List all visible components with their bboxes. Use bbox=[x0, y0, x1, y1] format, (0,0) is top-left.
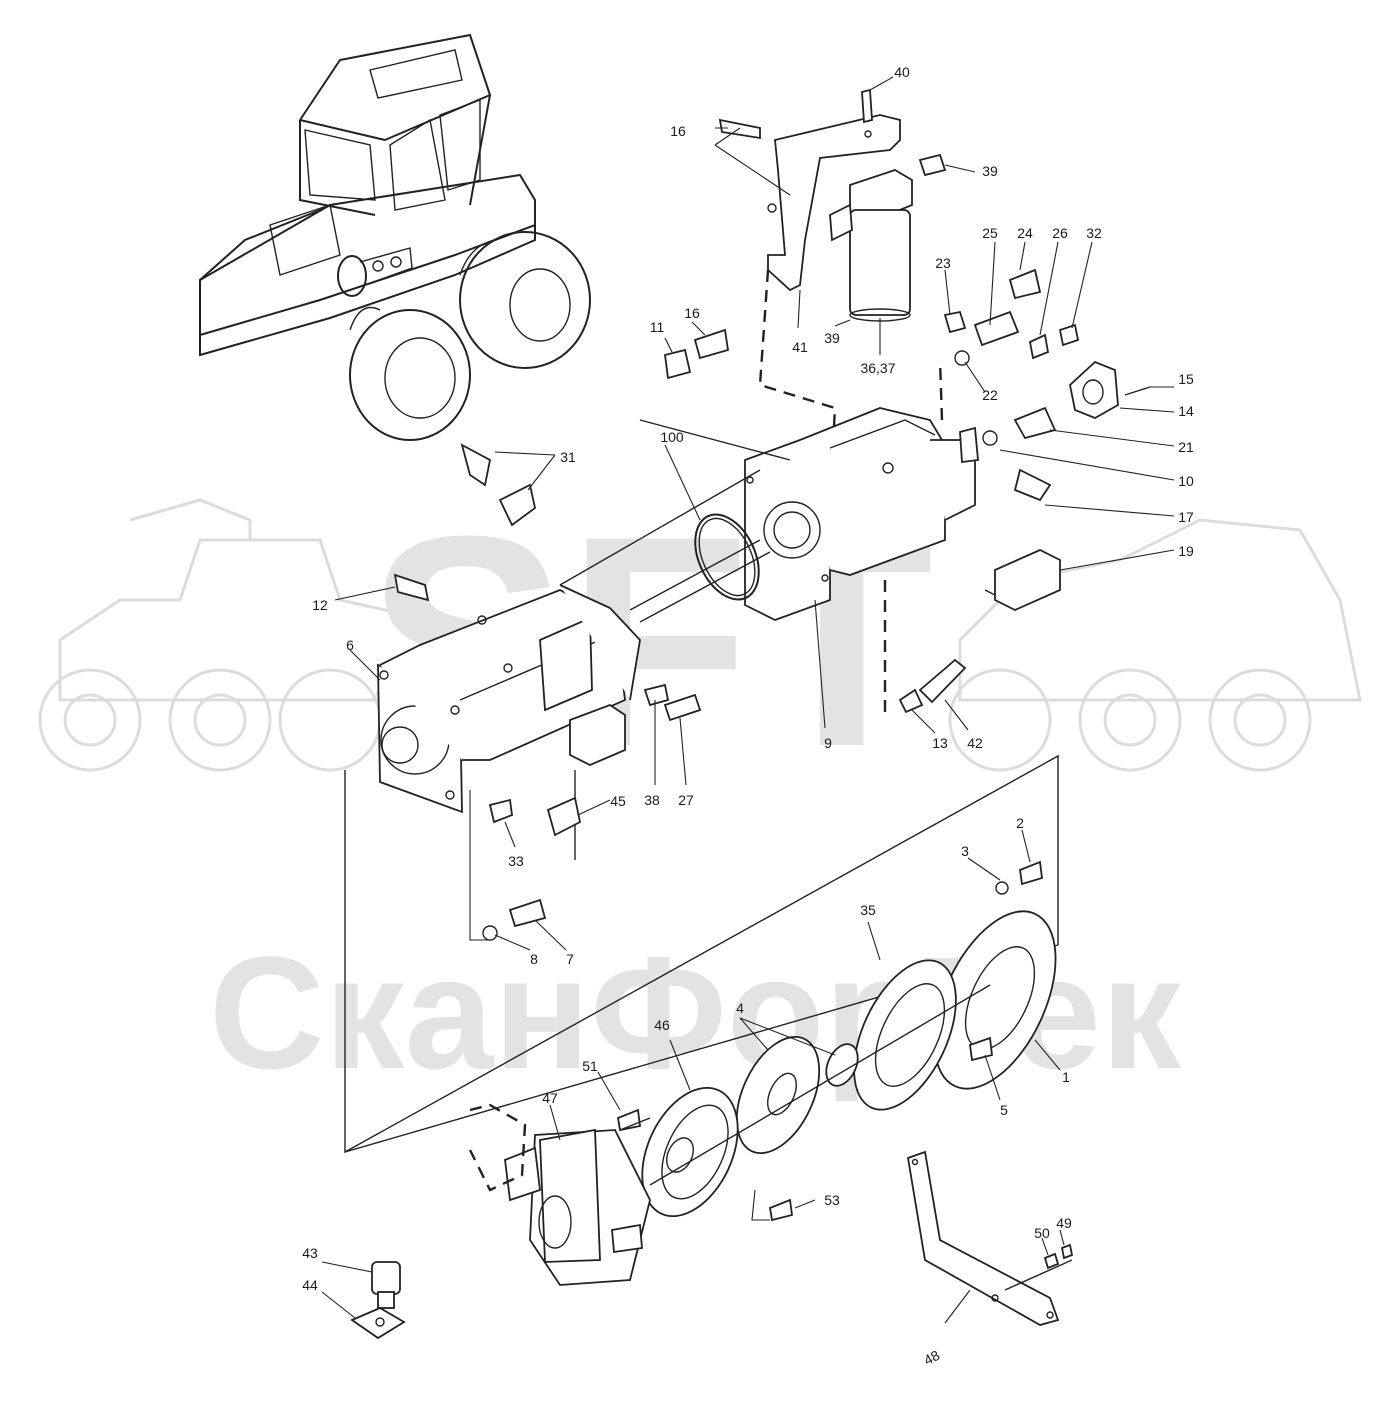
watermark-tractor-right bbox=[948, 518, 1362, 772]
callout-label: 40 bbox=[894, 64, 910, 80]
fittings-upper-right bbox=[664, 268, 1080, 446]
callout-label: 38 bbox=[644, 792, 660, 808]
callout-label: 51 bbox=[582, 1058, 598, 1074]
callout-label: 16 bbox=[684, 305, 700, 321]
callout-label: 42 bbox=[967, 735, 983, 751]
callout-label: 39 bbox=[824, 330, 840, 346]
callout-label: 33 bbox=[508, 853, 524, 869]
pump-flange-plate bbox=[1069, 360, 1119, 419]
valve-block-right bbox=[994, 549, 1061, 611]
callout-label: 43 bbox=[302, 1245, 318, 1261]
callout-label: 7 bbox=[566, 951, 574, 967]
plug-and-plate bbox=[350, 1261, 406, 1340]
tractor-illustration bbox=[199, 33, 591, 441]
filter-assembly bbox=[718, 88, 947, 501]
callout-label: 3 bbox=[961, 843, 969, 859]
callout-label: 2 bbox=[1016, 815, 1024, 831]
callout-label: 35 bbox=[860, 902, 876, 918]
plate-44 bbox=[350, 1306, 406, 1340]
hose-fitting-42 bbox=[918, 658, 967, 704]
bracket-48 bbox=[906, 1150, 1074, 1326]
callout-label: 16 bbox=[670, 123, 686, 139]
callout-label: 6 bbox=[346, 637, 354, 653]
callout-label: 26 bbox=[1052, 225, 1068, 241]
pump-housing-47 bbox=[468, 1103, 651, 1286]
callout-label: 19 bbox=[1178, 543, 1194, 559]
callout-label: 24 bbox=[1017, 225, 1033, 241]
callout-label: 39 bbox=[982, 163, 998, 179]
callout-label: 8 bbox=[530, 951, 538, 967]
callout-label: 27 bbox=[678, 792, 694, 808]
callout-label: 5 bbox=[1000, 1102, 1008, 1118]
callout-label: 45 bbox=[610, 793, 626, 809]
rear-pump bbox=[744, 359, 1151, 715]
callout-label: 4 bbox=[736, 1000, 744, 1016]
callout-label: 15 bbox=[1178, 371, 1194, 387]
callout-label: 1 bbox=[1062, 1069, 1070, 1085]
callout-label: 31 bbox=[560, 449, 576, 465]
callout-label: 10 bbox=[1178, 473, 1194, 489]
callout-label: 23 bbox=[935, 255, 951, 271]
callout-label: 100 bbox=[660, 429, 684, 445]
disc-4 bbox=[735, 1035, 821, 1155]
leader-lines bbox=[321, 76, 1175, 1324]
callout-label: 53 bbox=[824, 1192, 840, 1208]
callout-label: 14 bbox=[1178, 403, 1194, 419]
filter-canister bbox=[849, 209, 911, 316]
callout-label: 25 bbox=[982, 225, 998, 241]
callout-label: 36,37 bbox=[860, 360, 895, 376]
callout-label: 9 bbox=[824, 735, 832, 751]
callout-label: 50 bbox=[1034, 1225, 1050, 1241]
callout-label: 49 bbox=[1056, 1215, 1072, 1231]
drive-disc-stack bbox=[344, 754, 1059, 1222]
callout-label: 44 bbox=[302, 1277, 318, 1293]
callout-label: 41 bbox=[792, 339, 808, 355]
filter-bracket bbox=[767, 114, 901, 292]
plug-43 bbox=[371, 1261, 401, 1295]
coupling-shaft bbox=[559, 419, 791, 623]
callout-label: 21 bbox=[1178, 439, 1194, 455]
callout-label: 12 bbox=[312, 597, 328, 613]
front-pump bbox=[377, 443, 702, 941]
pump-coupling bbox=[1013, 406, 1057, 440]
watermark-tractor-left bbox=[38, 498, 442, 772]
callout-label: 11 bbox=[650, 319, 665, 335]
callout-label: 48 bbox=[921, 1347, 942, 1369]
nipple-13 bbox=[898, 688, 924, 714]
callout-label: 17 bbox=[1178, 509, 1194, 525]
callout-label: 13 bbox=[932, 735, 948, 751]
callout-label: 47 bbox=[542, 1090, 558, 1106]
callout-label: 32 bbox=[1086, 225, 1102, 241]
callout-label: 46 bbox=[654, 1017, 670, 1033]
valve-block-left bbox=[569, 703, 626, 766]
callout-label: 22 bbox=[982, 387, 998, 403]
pulley-46 bbox=[641, 1086, 739, 1218]
